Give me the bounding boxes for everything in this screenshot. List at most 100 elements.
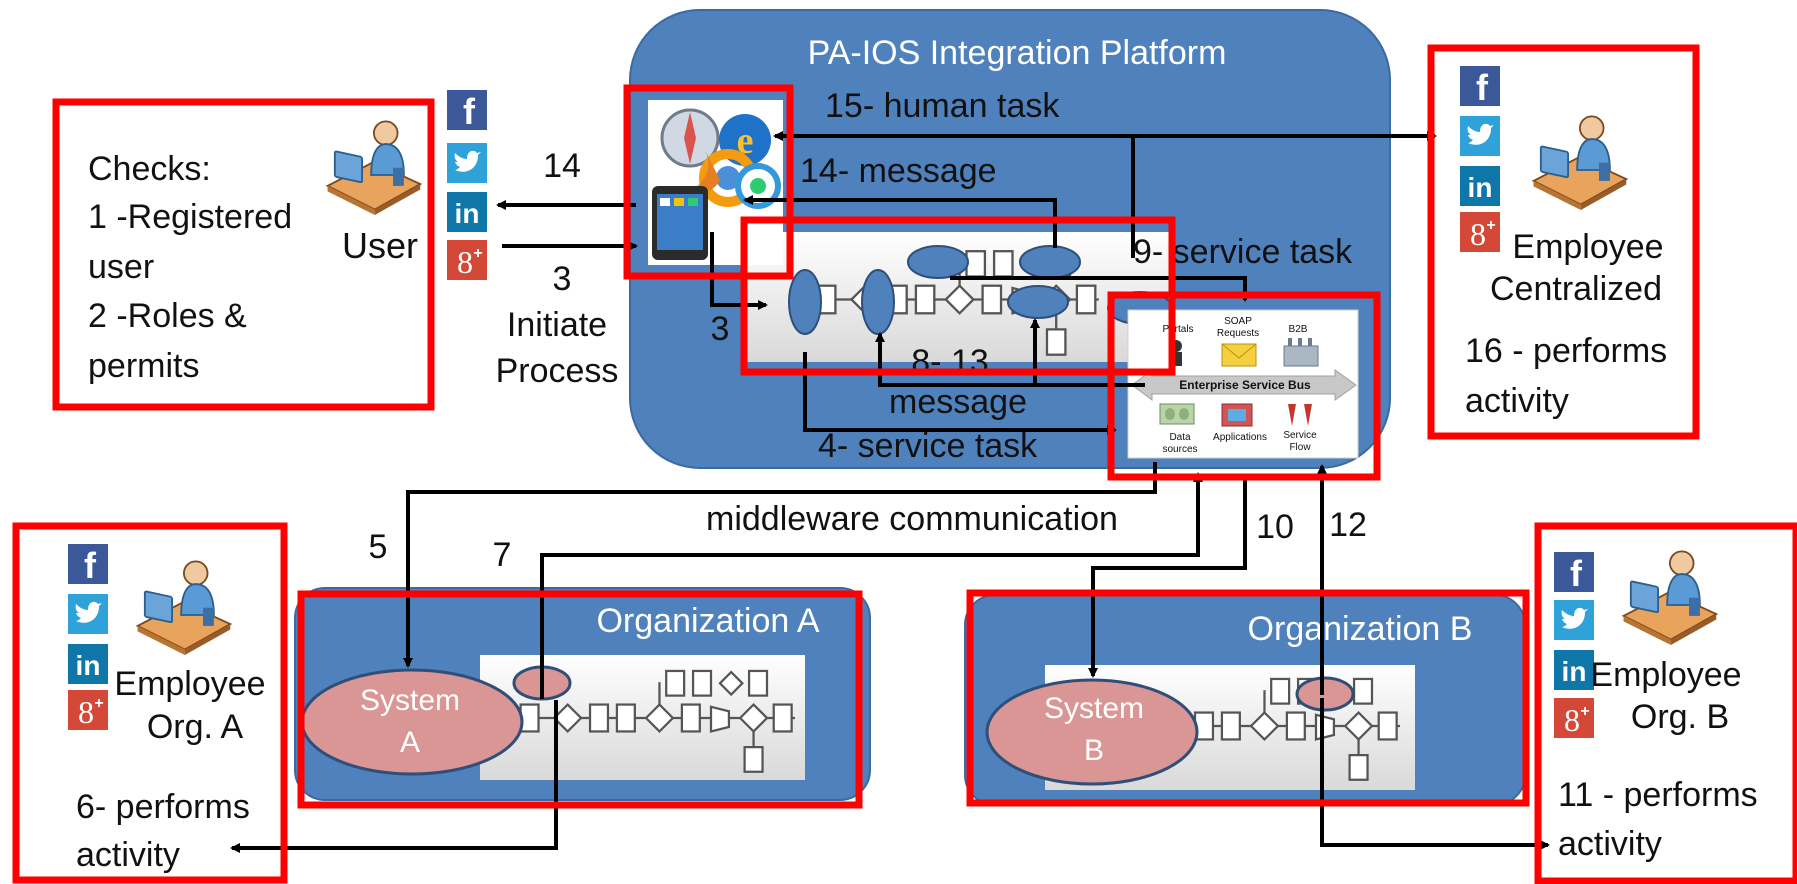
check-1-line2: user <box>88 248 154 286</box>
org-a-social-icons <box>68 544 108 730</box>
data-sources-icon <box>1159 403 1195 425</box>
system-a-label-line2: A <box>400 726 420 759</box>
twitter-icon <box>447 143 487 183</box>
label-3: 3 <box>553 260 572 298</box>
system-b-node <box>985 678 1199 786</box>
centralized-employee-label: Employee <box>1512 228 1663 266</box>
process-human-task <box>1019 245 1081 279</box>
label-3-side: 3 <box>711 310 730 348</box>
label-7: 7 <box>493 536 512 574</box>
process-message-task-top <box>907 245 969 279</box>
facebook-icon <box>447 90 487 130</box>
org-b-social-icons <box>1554 552 1594 738</box>
org-a-activity-line2: activity <box>76 836 180 874</box>
esb-soap-label-line1: SOAP <box>1224 316 1252 327</box>
linkedin-icon <box>68 644 108 684</box>
org-b-process-task <box>1295 676 1355 712</box>
esb-portals-label: Portals <box>1162 324 1193 335</box>
arrow-14-message <box>743 195 1057 248</box>
label-4-service-task: 4- service task <box>818 427 1038 465</box>
svg-text:e: e <box>737 120 754 162</box>
platform-title: PA-IOS Integration Platform <box>808 34 1227 72</box>
org-b-activity-line2: activity <box>1558 825 1662 863</box>
label-14-message: 14- message <box>800 152 997 190</box>
esb-flow-label-line2: Flow <box>1289 442 1311 453</box>
organization-a-title: Organization A <box>596 602 819 640</box>
arrow-10-to-system-b <box>1088 476 1247 678</box>
user-social-icons <box>447 90 487 280</box>
linkedin-icon <box>1460 166 1500 206</box>
applications-icon <box>1221 403 1253 427</box>
label-15-human-task: 15- human task <box>825 87 1060 125</box>
org-b-employee-label: Employee <box>1590 656 1741 694</box>
org-a-employee-label: Employee <box>114 665 265 703</box>
linkedin-icon <box>1554 650 1594 690</box>
service-flow-icon <box>1288 404 1312 426</box>
centralized-activity-line1: 16 - performs <box>1465 332 1667 370</box>
check-2-line1: 2 -Roles & <box>88 297 247 335</box>
twitter-icon <box>1554 600 1594 640</box>
label-initiate: Initiate <box>507 306 607 344</box>
b2b-factory-icon <box>1283 338 1319 367</box>
centralized-employee-icon <box>1532 115 1628 210</box>
process-message-task-mid <box>1007 285 1069 319</box>
check-2-line2: permits <box>88 347 199 385</box>
channels-highlight <box>623 84 794 280</box>
label-message: message <box>889 383 1027 421</box>
organization-b-title: Organization B <box>1248 610 1473 648</box>
centralized-social-icons <box>1460 66 1500 252</box>
process-start-node <box>788 269 822 335</box>
twitter-icon <box>68 594 108 634</box>
check-1-line1: 1 -Registered <box>88 198 292 236</box>
system-a-label-line1: System <box>360 684 460 717</box>
label-process: Process <box>496 352 619 390</box>
org-a-employee-highlight <box>12 522 288 884</box>
organization-a-highlight <box>297 590 863 809</box>
linkedin-icon <box>447 192 487 232</box>
org-b-employee-highlight <box>1534 522 1797 884</box>
organization-b-highlight <box>966 589 1530 807</box>
esb-data-label-line1: Data <box>1169 432 1191 443</box>
googleplus-icon <box>68 690 108 730</box>
label-10: 10 <box>1256 508 1294 546</box>
facebook-icon <box>1554 552 1594 592</box>
esb-soap-label-line2: Requests <box>1217 328 1259 339</box>
centralized-activity-line2: activity <box>1465 382 1569 420</box>
user-icon <box>326 120 422 215</box>
label-12: 12 <box>1329 506 1367 544</box>
soap-envelope-icon <box>1221 343 1257 367</box>
facebook-icon <box>68 544 108 584</box>
org-a-employee-icon <box>136 560 232 655</box>
centralized-label: Centralized <box>1490 270 1662 308</box>
facebook-icon <box>1460 66 1500 106</box>
highlight-boxes <box>12 44 1797 884</box>
arrow-7-to-esb <box>540 472 1203 699</box>
user-label: User <box>342 225 418 266</box>
arrow-8-13-message <box>875 332 1145 387</box>
smartphone-icon <box>652 186 708 260</box>
user-checks-highlight <box>52 98 435 411</box>
org-a-activity-line1: 6- performs <box>76 788 250 826</box>
googleplus-icon <box>1460 212 1500 252</box>
org-b-org-label: Org. B <box>1631 698 1729 736</box>
arrow-11-activity <box>1320 698 1550 850</box>
twitter-icon <box>1460 116 1500 156</box>
googleplus-icon <box>1554 698 1594 738</box>
label-middleware: middleware communication <box>706 500 1118 538</box>
esb-highlight <box>1107 291 1381 481</box>
esb-b2b-label: B2B <box>1289 324 1308 335</box>
label-5: 5 <box>369 528 388 566</box>
arrow-6-activity <box>230 700 558 853</box>
system-b-label-line1: System <box>1044 692 1144 725</box>
checks-title: Checks: <box>88 150 211 188</box>
esb-data-label-line2: sources <box>1162 444 1197 455</box>
process-receive-node <box>861 269 895 335</box>
esb-bus-label: Enterprise Service Bus <box>1179 378 1311 392</box>
flow-arrows <box>230 131 1550 853</box>
arrow-4-service-task <box>803 352 1117 435</box>
centralized-highlight <box>1427 44 1700 440</box>
system-b-label-line2: B <box>1084 734 1104 767</box>
org-b-activity-line1: 11 - performs <box>1558 776 1758 814</box>
